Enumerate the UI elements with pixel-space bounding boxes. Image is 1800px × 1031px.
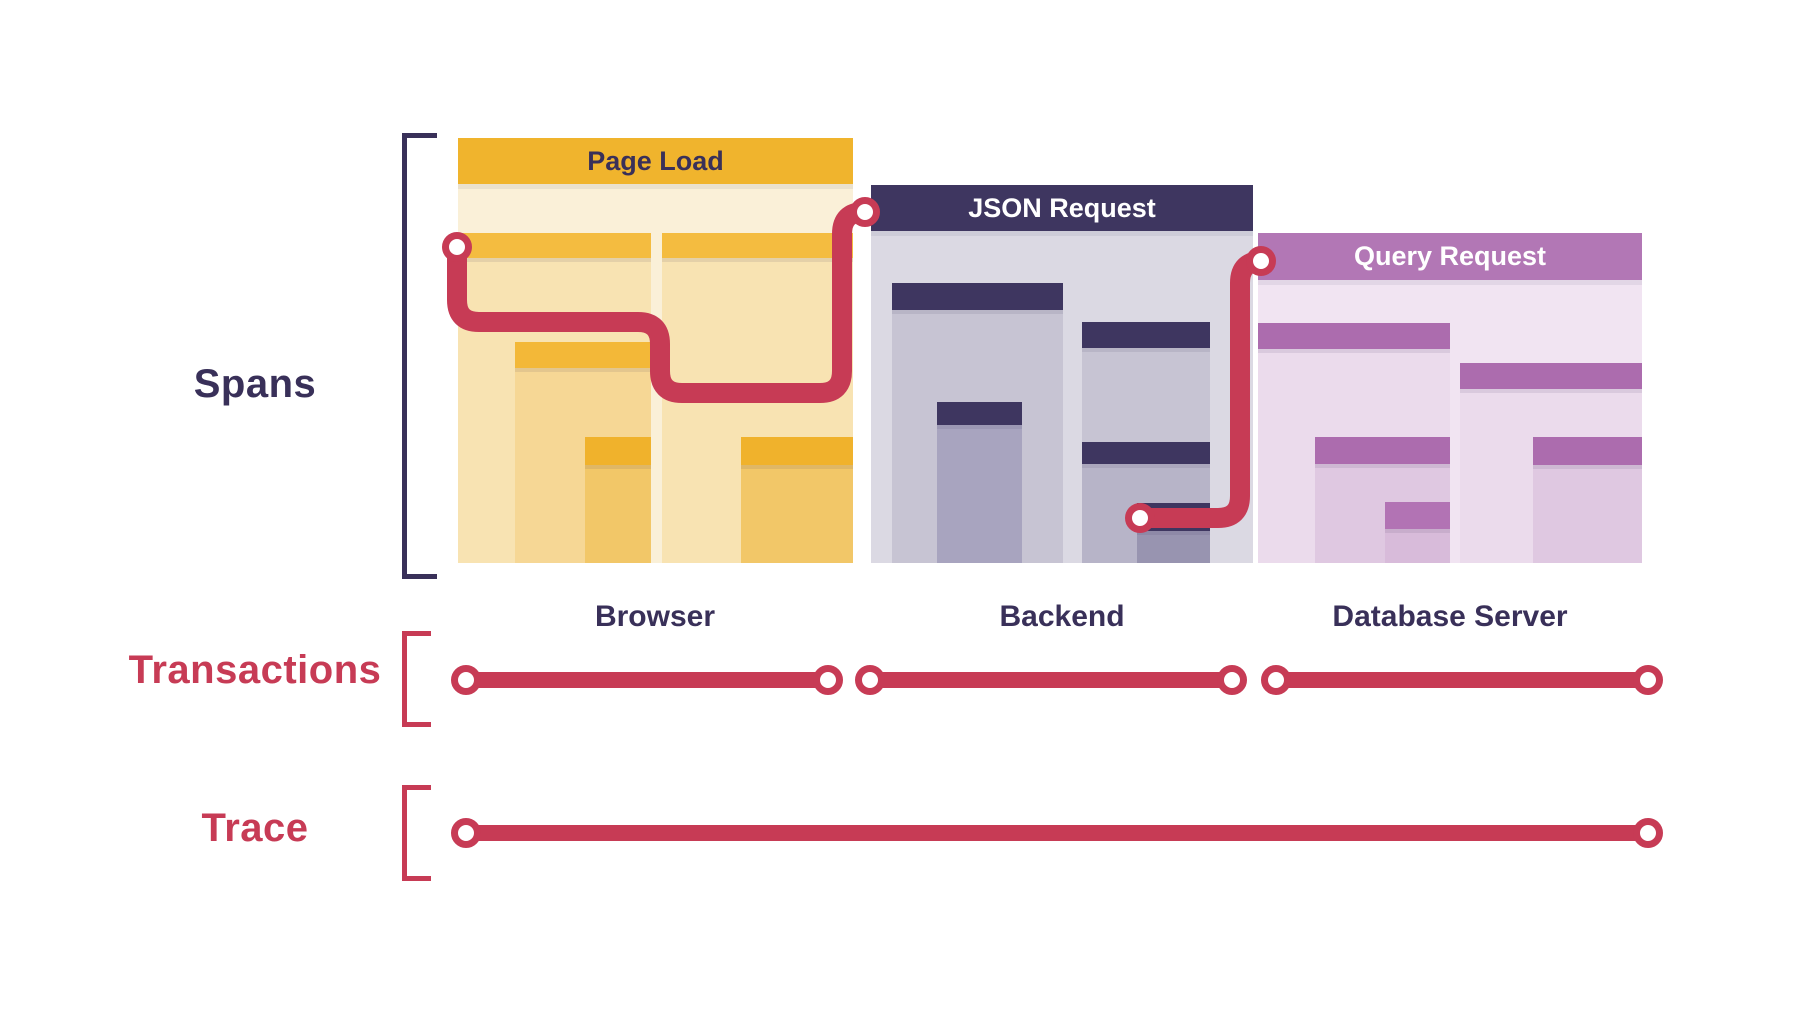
json-request-panel: JSON Request (871, 185, 1253, 563)
transactions-row-label: Transactions (128, 648, 382, 692)
transaction-endpoint-circle (1261, 665, 1291, 695)
trace-bracket (402, 785, 431, 881)
trace-endpoint-circle (451, 818, 481, 848)
backend-caption: Backend (999, 600, 1125, 633)
span-rect (585, 465, 651, 563)
span-header (892, 283, 1063, 310)
span-header (1137, 503, 1210, 531)
browser-caption: Browser (594, 600, 716, 633)
span-header (1258, 323, 1450, 349)
span-rect (1385, 529, 1450, 563)
trace-row-label: Trace (201, 806, 309, 850)
span-header (1533, 437, 1642, 465)
span-header (1082, 442, 1210, 464)
query-request-header: Query Request (1258, 233, 1642, 280)
transaction-endpoint-circle (1217, 665, 1247, 695)
json-request-header: JSON Request (871, 185, 1253, 231)
span-header (1385, 502, 1450, 529)
span-rect (1533, 465, 1642, 563)
page-load-header: Page Load (458, 138, 853, 184)
span-rect (1137, 531, 1210, 563)
span-header (662, 233, 853, 258)
page-load-panel: Page Load (458, 138, 853, 563)
span-header (1315, 437, 1450, 464)
database-server-caption: Database Server (1332, 600, 1568, 633)
span-header (515, 342, 651, 368)
trace-endpoint-circle (1633, 818, 1663, 848)
transactions-bracket (402, 631, 431, 727)
query-request-panel: Query Request (1258, 233, 1642, 563)
transaction-endpoint-circle (813, 665, 843, 695)
span-header (1082, 322, 1210, 348)
span-header (585, 437, 651, 465)
spans-bracket (402, 133, 437, 579)
span-header (741, 437, 853, 465)
span-rect (741, 465, 853, 563)
transaction-endpoint-circle (1633, 665, 1663, 695)
span-header (937, 402, 1022, 425)
transaction-endpoint-circle (855, 665, 885, 695)
span-header (1460, 363, 1642, 389)
spans-row-label: Spans (193, 362, 317, 406)
span-rect (937, 425, 1022, 563)
transaction-endpoint-circle (451, 665, 481, 695)
span-header (458, 233, 651, 258)
